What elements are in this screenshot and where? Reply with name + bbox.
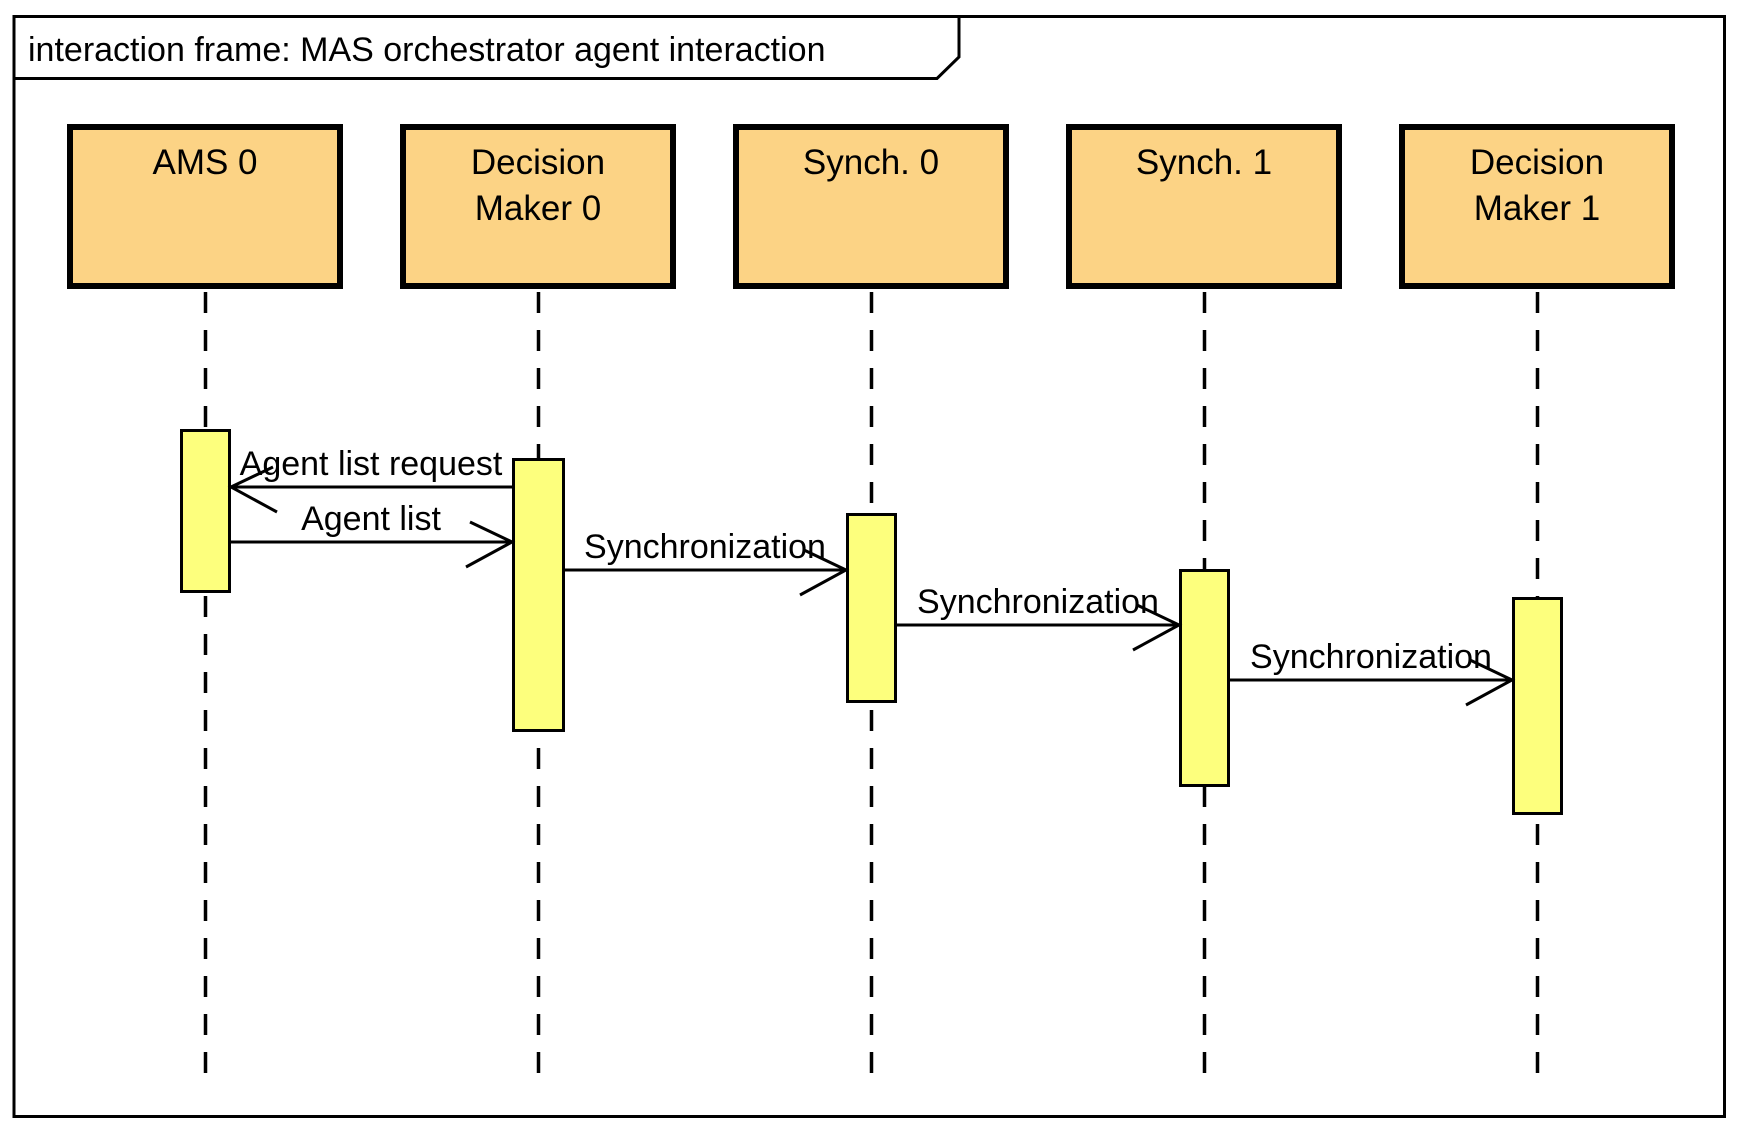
frame-title-pentagon [12,15,961,80]
participant-label: Synch. 0 [802,143,940,182]
message-label-synchronization-1: Synchronization [584,528,826,566]
activation-bar-decision-maker-1 [1512,597,1563,815]
participant-box-decision-maker-1: Decision Maker 1 [1399,124,1675,289]
frame-title: interaction frame: MAS orchestrator agen… [28,31,826,69]
participant-label: Decision Maker 0 [470,143,606,228]
participant-box-ams-0: AMS 0 [67,124,343,289]
participant-box-synch-0: Synch. 0 [733,124,1009,289]
message-arrow-synchronization-2 [897,603,1183,652]
participant-label: Decision Maker 1 [1469,143,1605,228]
activation-bar-synch-0 [846,513,897,703]
participant-label: Synch. 1 [1135,143,1273,182]
message-label-synchronization-3: Synchronization [1250,638,1492,676]
message-arrow-synchronization-1 [565,548,850,597]
message-arrow-agent-list [231,520,516,569]
activation-bar-synch-1 [1179,569,1230,787]
message-label-synchronization-2: Synchronization [917,583,1159,621]
message-arrow-synchronization-3 [1230,658,1516,707]
message-label-agent-list: Agent list [301,500,441,538]
participant-box-synch-1: Synch. 1 [1066,124,1342,289]
message-arrow-agent-list-request [227,465,512,514]
activation-bar-ams-0 [180,429,231,593]
participant-label: AMS 0 [152,143,258,182]
message-label-agent-list-request: Agent list request [239,445,503,483]
participant-box-decision-maker-0: Decision Maker 0 [400,124,676,289]
activation-bar-decision-maker-0 [512,458,565,732]
